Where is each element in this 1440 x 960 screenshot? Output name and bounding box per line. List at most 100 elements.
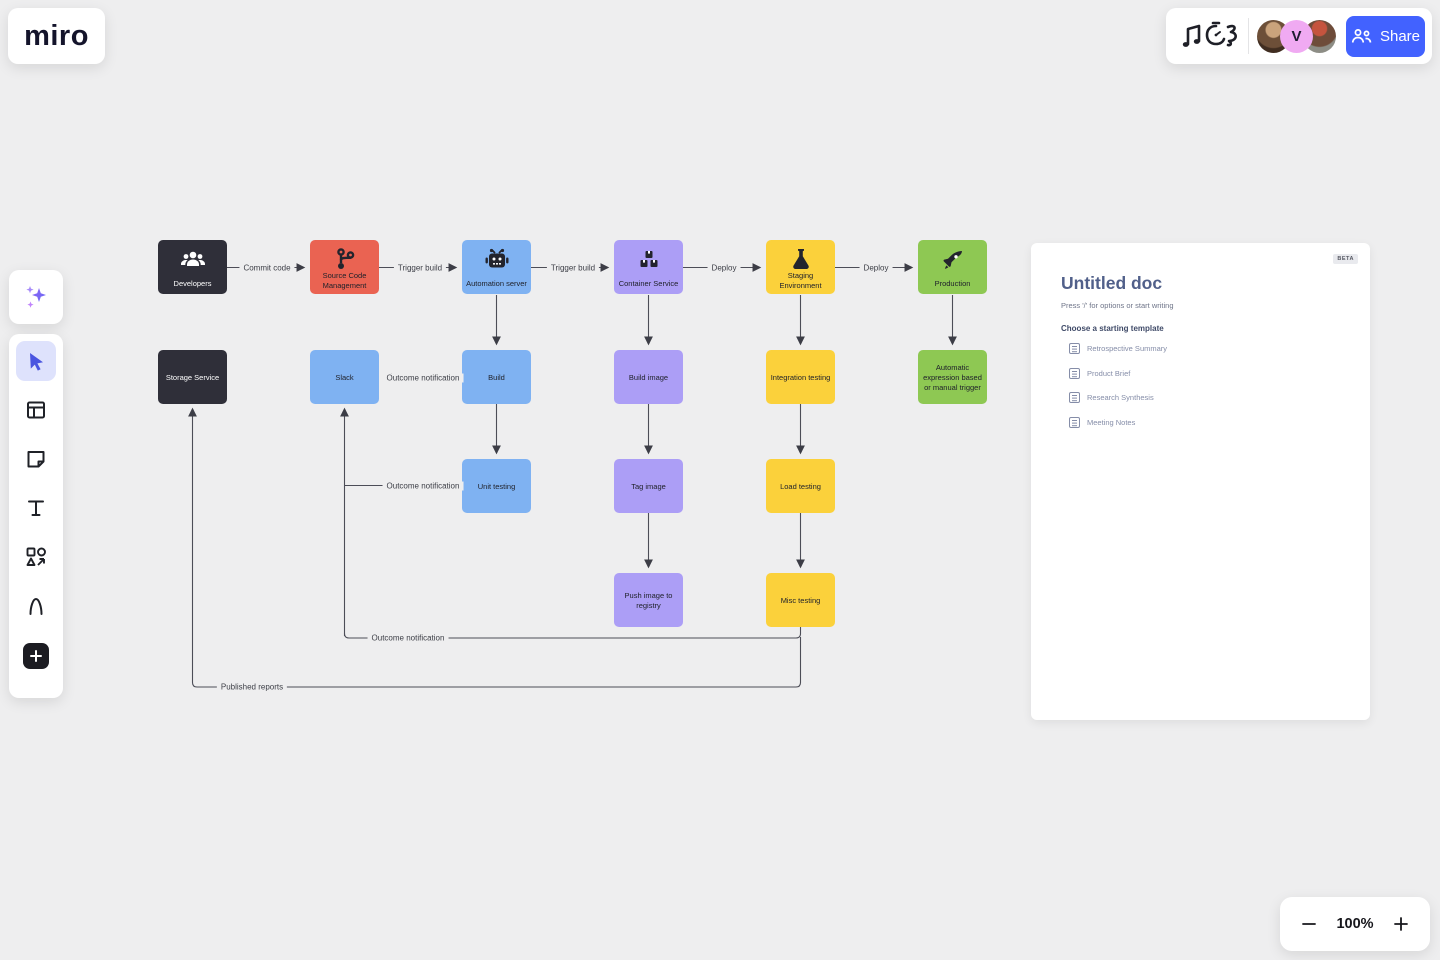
node-automation-server[interactable]: Automation server [462, 240, 531, 294]
add-plus-icon [30, 650, 42, 662]
shapes-icon [26, 547, 46, 566]
node-label: Developers [173, 279, 212, 289]
frames-icon [27, 401, 45, 419]
miro-logo-text: miro [24, 19, 89, 52]
node-label: Tag image [631, 482, 666, 492]
miro-logo[interactable]: miro [8, 8, 105, 64]
node-label: Source Code Management [322, 271, 367, 290]
doc-title[interactable]: Untitled doc [1061, 273, 1163, 293]
node-label: Staging Environment [779, 271, 822, 290]
node-label: Container Service [618, 279, 679, 289]
tool-text[interactable] [16, 488, 56, 528]
tool-shapes[interactable] [16, 537, 56, 577]
node-container-service[interactable]: Container Service [614, 240, 683, 294]
node-unit-testing[interactable]: Unit testing [462, 459, 531, 513]
node-storage-service[interactable]: Storage Service [158, 350, 227, 404]
template-item-product-brief[interactable]: Product Brief [1069, 367, 1356, 379]
template-label: Retrospective Summary [1087, 344, 1168, 353]
node-staging-environment[interactable]: Staging Environment [766, 240, 835, 294]
template-item-meeting-notes[interactable]: Meeting Notes [1069, 416, 1356, 428]
minus-icon [1302, 923, 1316, 925]
template-item-research-synthesis[interactable]: Research Synthesis [1069, 392, 1356, 403]
node-label: Misc testing [780, 596, 821, 606]
node-label: Automatic expression based or manual tri… [923, 363, 982, 392]
text-icon [28, 500, 44, 516]
ai-assist-button[interactable] [9, 270, 63, 324]
node-label: Build image [628, 373, 669, 383]
node-label: Storage Service [165, 373, 220, 383]
select-cursor-icon [30, 353, 43, 371]
node-misc-testing[interactable]: Misc testing [766, 573, 835, 627]
template-label: Product Brief [1087, 368, 1131, 378]
flask-icon [790, 247, 812, 271]
node-label: Push image to registry [624, 591, 673, 610]
collaboration-bar: V Share [1166, 8, 1432, 64]
node-label: Build [488, 373, 505, 383]
edge-label-outcome-2[interactable]: Outcome notification [382, 481, 464, 491]
containers-icon [637, 247, 661, 273]
tools-panel [9, 334, 63, 698]
collaborator-avatar-2[interactable]: V [1280, 19, 1313, 53]
doodle-icon [1182, 21, 1237, 47]
edge-label-outcome-3[interactable]: Outcome notification [367, 633, 449, 643]
share-people-icon [1351, 29, 1372, 43]
document-icon [1069, 367, 1080, 379]
zoom-controls: 100% [1280, 897, 1430, 951]
collaborator-avatars: V [1257, 19, 1336, 53]
plus-icon [1394, 917, 1408, 931]
node-label: Integration testing [770, 373, 831, 383]
node-integration-testing[interactable]: Integration testing [766, 350, 835, 404]
zoom-level[interactable]: 100% [1336, 916, 1374, 932]
edge-label-trigger-build-1[interactable]: Trigger build [393, 263, 447, 273]
template-label: Meeting Notes [1087, 417, 1136, 427]
template-item-retrospective-summary[interactable]: Retrospective Summary [1069, 343, 1356, 354]
node-automatic-trigger[interactable]: Automatic expression based or manual tri… [918, 350, 987, 404]
node-developers[interactable]: Developers [158, 240, 227, 294]
beta-badge: BETA [1333, 254, 1358, 264]
zoom-in-button[interactable] [1386, 909, 1416, 939]
tool-select-cursor[interactable] [16, 341, 56, 381]
node-build[interactable]: Build [462, 350, 531, 404]
robot-icon [484, 247, 510, 273]
people-icon [180, 247, 206, 273]
edge-label-outcome-1[interactable]: Outcome notification [382, 373, 464, 383]
document-icon [1069, 343, 1080, 354]
edge-label-deploy-1[interactable]: Deploy [707, 263, 741, 273]
node-label: Production [934, 279, 971, 289]
avatar-initial: V [1291, 27, 1302, 45]
node-push-image-registry[interactable]: Push image to registry [614, 573, 683, 627]
document-icon [1069, 416, 1080, 428]
node-label: Automation server [466, 279, 527, 289]
node-production[interactable]: Production [918, 240, 987, 294]
node-label: Slack [335, 373, 354, 383]
zoom-out-button[interactable] [1294, 909, 1324, 939]
node-label: Load testing [780, 482, 821, 492]
git-branch-icon [334, 247, 356, 271]
edge-label-trigger-build-2[interactable]: Trigger build [546, 263, 600, 273]
node-slack[interactable]: Slack [310, 350, 379, 404]
node-source-code-management[interactable]: Source Code Management [310, 240, 379, 294]
doc-hint[interactable]: Press '/' for options or start writing [1061, 301, 1174, 310]
doc-panel: BETA Untitled doc Press '/' for options … [1031, 243, 1370, 720]
node-tag-image[interactable]: Tag image [614, 459, 683, 513]
tool-pen[interactable] [16, 586, 56, 626]
tool-frames[interactable] [16, 390, 56, 430]
share-button[interactable]: Share [1346, 15, 1425, 57]
topbar-divider [1248, 18, 1249, 54]
rocket-icon [941, 247, 965, 273]
edge-label-commit-code[interactable]: Commit code [239, 263, 295, 273]
edge-label-deploy-2[interactable]: Deploy [859, 263, 893, 273]
templates-heading: Choose a starting template [1061, 324, 1164, 333]
templates-list: Retrospective Summary Product Brief Rese… [1069, 343, 1356, 428]
share-button-label: Share [1379, 27, 1421, 45]
node-label: Unit testing [477, 482, 516, 492]
document-icon [1069, 392, 1080, 403]
edge-label-published-reports[interactable]: Published reports [216, 682, 288, 692]
ai-sparkle-icon [26, 286, 46, 308]
template-label: Research Synthesis [1087, 393, 1154, 402]
pen-icon [29, 597, 43, 615]
tool-sticky-note[interactable] [16, 439, 56, 479]
add-tools-button[interactable] [23, 643, 49, 669]
node-load-testing[interactable]: Load testing [766, 459, 835, 513]
node-build-image[interactable]: Build image [614, 350, 683, 404]
